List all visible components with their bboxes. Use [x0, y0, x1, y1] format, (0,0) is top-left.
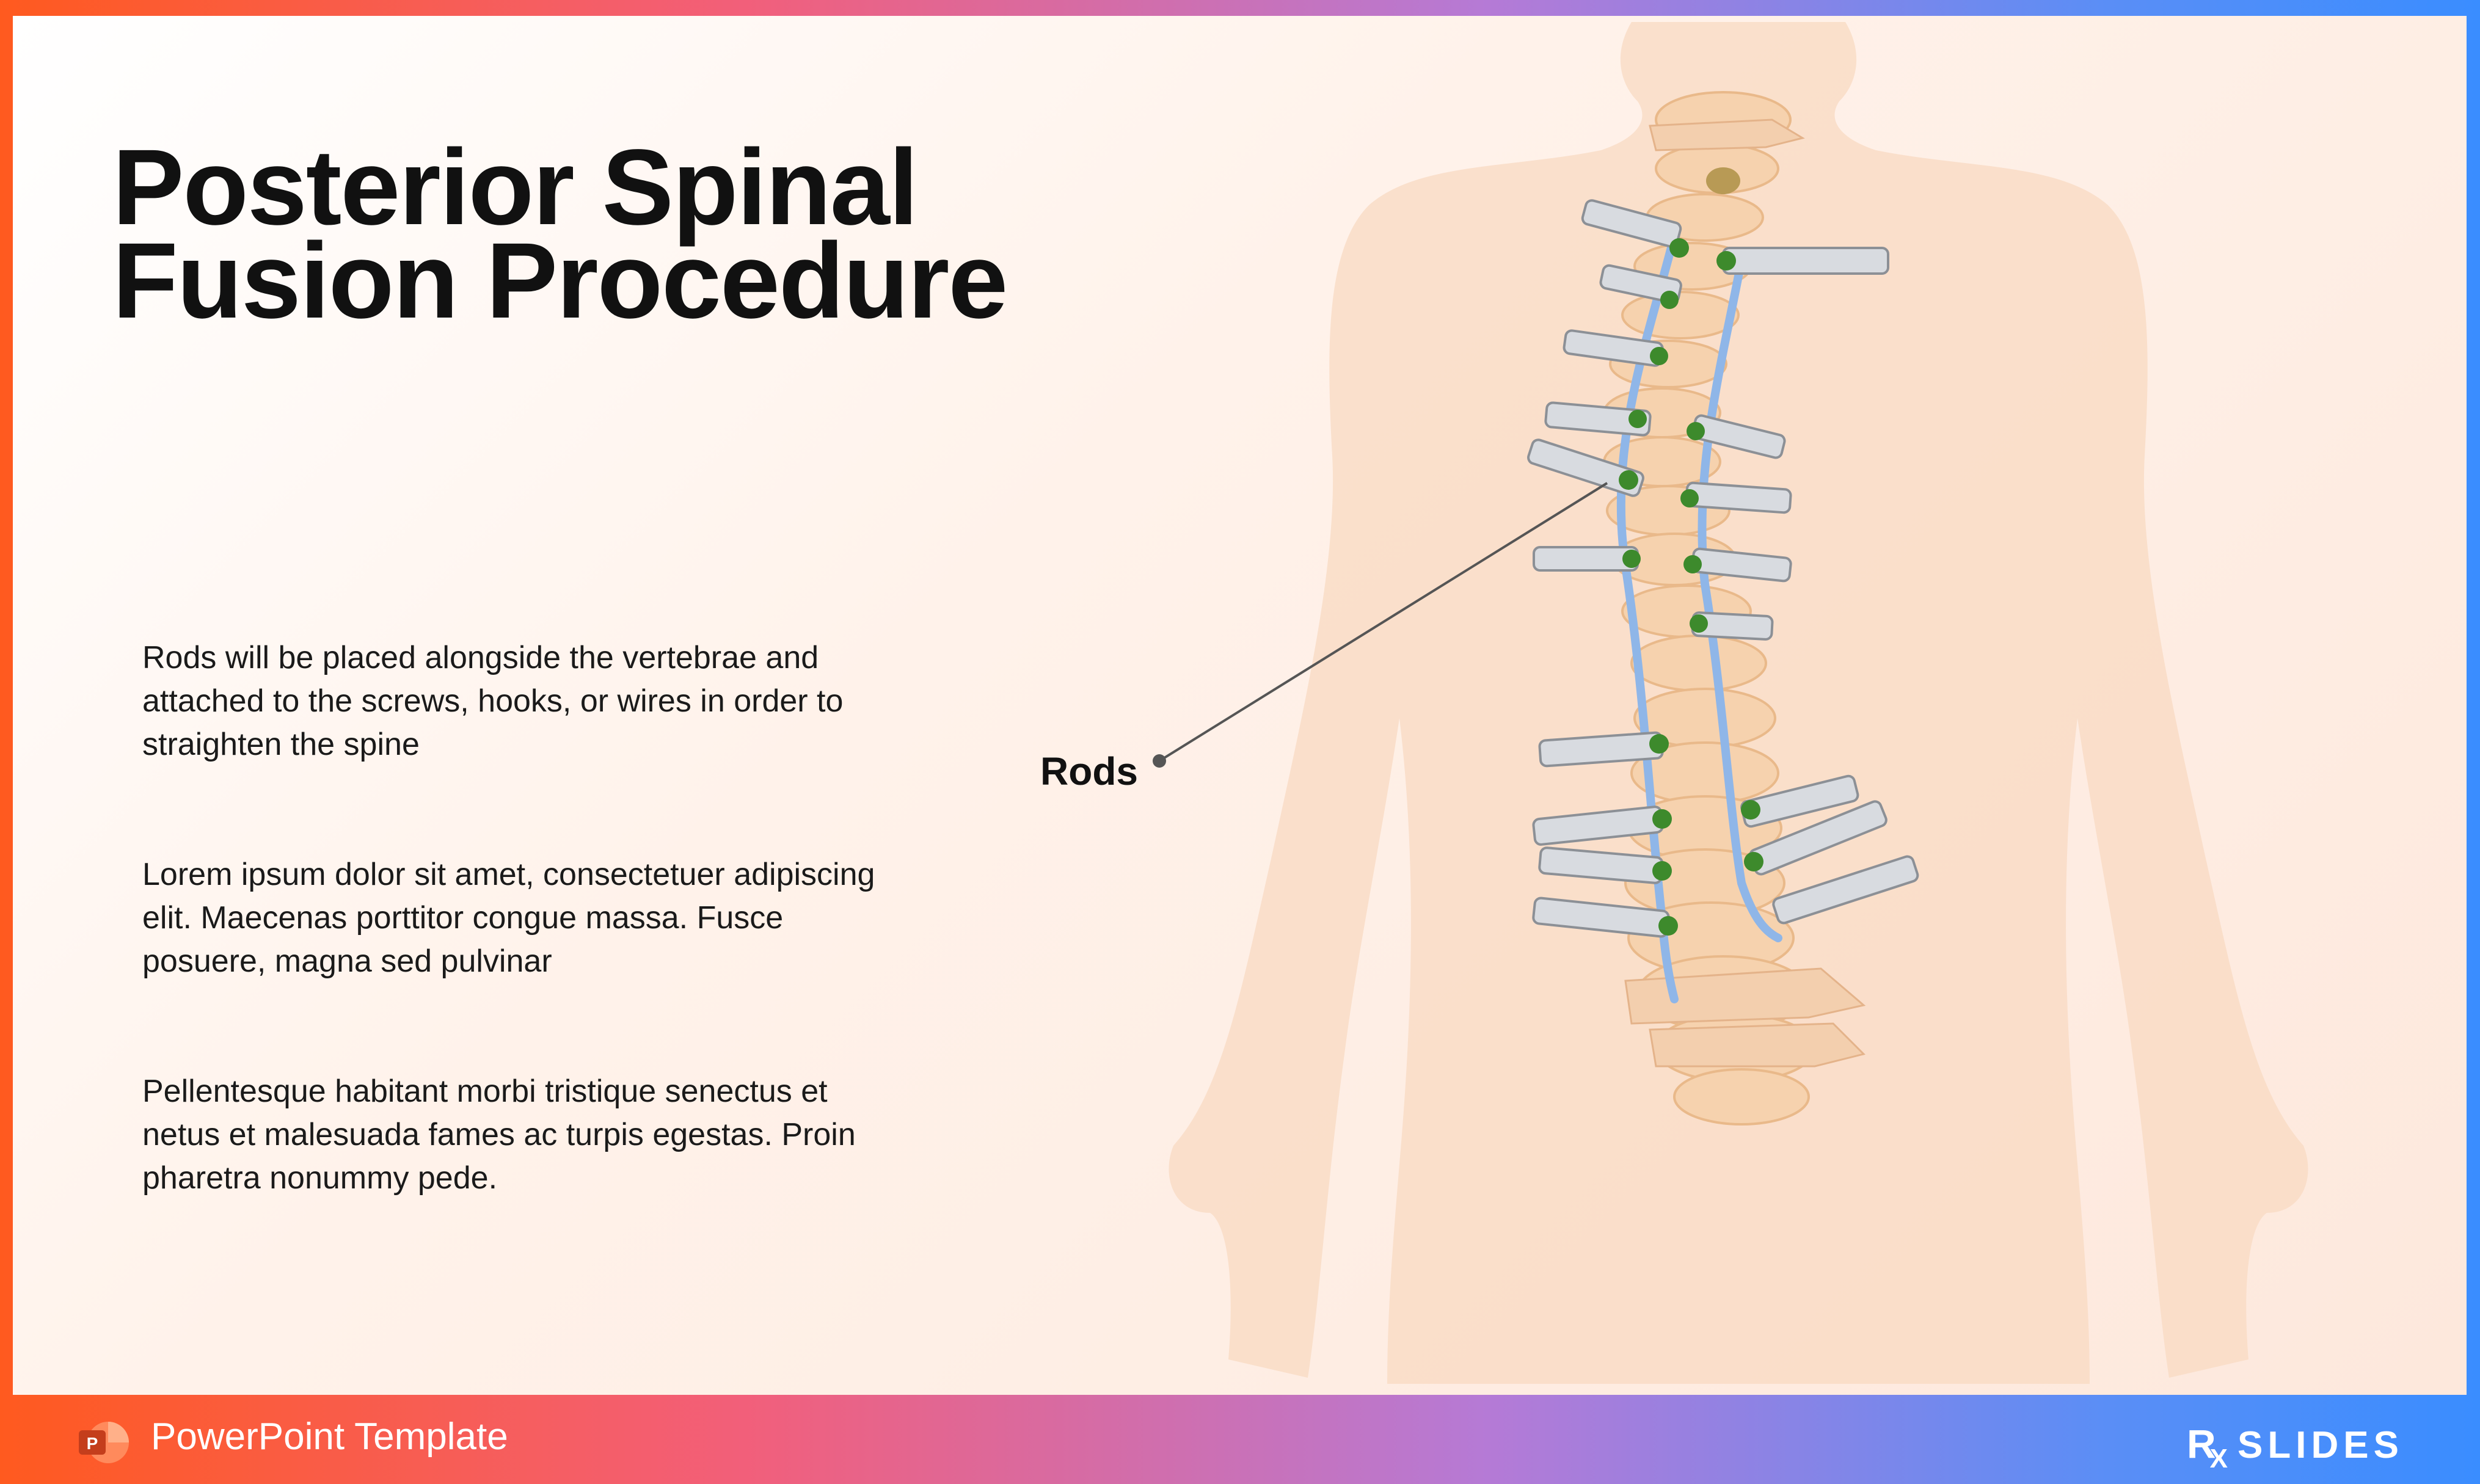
slide-title: Posterior Spinal Fusion Procedure — [112, 134, 1029, 335]
powerpoint-icon: P — [79, 1422, 129, 1463]
brand-rx: R — [2187, 1421, 2216, 1466]
rods-callout-dot — [1153, 754, 1166, 768]
screws-left — [1527, 199, 1682, 938]
vertebra-processes — [1624, 118, 1866, 1068]
footer-bar: P PowerPoint Template R X SLIDES — [0, 1395, 2480, 1484]
screws-right — [1685, 247, 1919, 925]
screw-caps — [1619, 238, 1763, 936]
brand-name: SLIDES — [2237, 1424, 2404, 1466]
body-paragraph-1: Rods will be placed alongside the verteb… — [142, 640, 844, 762]
brand-logo: R X SLIDES — [2187, 1412, 2404, 1474]
body-paragraph-3: Pellentesque habitant morbi tristique se… — [142, 1074, 856, 1196]
rods-callout-line — [1158, 482, 1608, 762]
template-label: PowerPoint Template — [151, 1416, 508, 1458]
title-line-1: Posterior Spinal — [112, 128, 919, 247]
brand-x: X — [2209, 1444, 2228, 1474]
spine-illustration — [1153, 22, 2308, 1384]
svg-text:P: P — [87, 1434, 98, 1453]
vertebrae — [1603, 91, 1816, 1126]
title-line-2: Fusion Procedure — [112, 221, 1008, 341]
slide: Posterior Spinal Fusion Procedure Rods w… — [13, 16, 2467, 1395]
body-paragraph-2: Lorem ipsum dolor sit amet, consectetuer… — [142, 857, 875, 979]
rods-callout-label: Rods — [1040, 749, 1138, 793]
